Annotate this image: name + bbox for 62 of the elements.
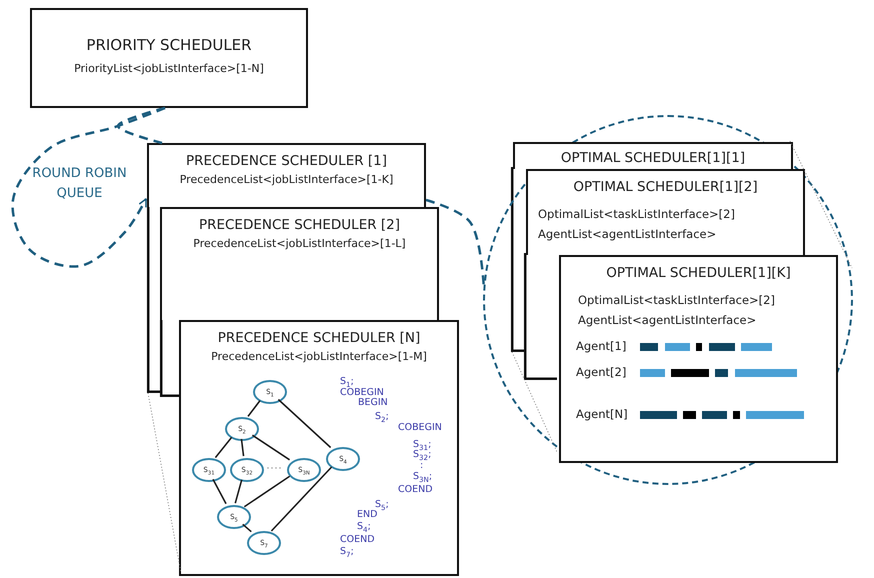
list-declaration: PriorityList<jobListInterface>[1-N]: [73, 62, 265, 75]
dashed-connector: [11, 106, 166, 268]
graph-edge: [214, 436, 232, 458]
scheduler-box: [526, 169, 805, 255]
queue-label: ROUND ROBIN QUEUE: [31, 165, 128, 202]
scheduler-title: PRIORITY SCHEDULER: [85, 36, 253, 54]
scheduler-box: [147, 143, 426, 207]
graph-edge: [240, 438, 244, 456]
scheduler-title: OPTIMAL SCHEDULER[1][2]: [572, 179, 759, 195]
code-line: COBEGIN: [398, 423, 442, 432]
graph-node-ellipse: [326, 447, 360, 471]
graph-edge: [244, 476, 290, 508]
agent-label: Agent[N]: [576, 409, 628, 420]
dashed-connector: [116, 106, 166, 144]
list-declaration: AgentList<agentListInterface>: [578, 313, 756, 327]
graph-edge: [270, 466, 332, 532]
zoom-circle: [483, 115, 853, 485]
scheduler-box: [160, 207, 439, 320]
scheduler-title: PRECEDENCE SCHEDULER [2]: [198, 217, 402, 233]
graph-edge: [212, 478, 227, 504]
graph-edge: [242, 524, 252, 532]
list-declaration: PrecedenceList<jobListInterface>[1-L]: [192, 237, 407, 250]
graph-edge: [247, 400, 261, 417]
code-line: COEND: [398, 485, 433, 494]
graph-node-ellipse: [217, 505, 251, 529]
scheduler-box: [513, 142, 793, 169]
code-line: S$_{2}$;: [375, 412, 389, 422]
scheduler-title: PRECEDENCE SCHEDULER [N]: [216, 330, 422, 346]
graph-node-ellipse: [253, 380, 287, 404]
scheduler-box: [179, 320, 459, 576]
graph-edge: [278, 398, 332, 448]
list-declaration: OptimalList<taskListInterface>[2]: [538, 207, 735, 221]
graph-node-ellipse: [247, 531, 281, 555]
list-declaration: PrecedenceList<jobListInterface>[1-M]: [210, 350, 428, 363]
scheduler-title: PRECEDENCE SCHEDULER [1]: [184, 153, 388, 169]
graph-edge: [252, 434, 290, 460]
list-declaration: PrecedenceList<jobListInterface>[1-K]: [178, 173, 394, 186]
agent-label: Agent[2]: [576, 367, 626, 378]
graph-node-ellipse: [192, 458, 226, 482]
code-line: BEGIN: [358, 398, 388, 408]
code-line: END: [357, 510, 378, 520]
code-line: COBEGIN: [340, 388, 384, 398]
scheduler-title: OPTIMAL SCHEDULER[1][K]: [605, 265, 792, 281]
graph-node-ellipse: [230, 458, 264, 482]
scheduler-title: OPTIMAL SCHEDULER[1][1]: [560, 150, 746, 166]
list-declaration: OptimalList<taskListInterface>[2]: [578, 293, 775, 307]
code-line: S$_{5}$;: [375, 500, 389, 510]
graph-node-ellipse: [225, 417, 259, 441]
scheduler-box: [30, 8, 308, 108]
code-line: S$_{32}$;: [413, 450, 432, 460]
code-line: S$_{3N}$;: [413, 472, 432, 482]
graph-node-ellipse: [287, 458, 321, 482]
agent-label: Agent[1]: [576, 341, 626, 352]
scheduler-box: [559, 255, 838, 463]
graph-edge: [234, 480, 243, 504]
code-line: S$_{31}$;: [413, 440, 432, 450]
code-line: S$_{7}$;: [340, 547, 354, 556]
list-declaration: AgentList<agentListInterface>: [538, 227, 716, 241]
code-line: S$_{1}$;: [340, 377, 354, 386]
code-line: :: [420, 461, 424, 470]
code-line: S$_{4}$;: [357, 522, 371, 532]
code-line: COEND: [340, 535, 375, 544]
